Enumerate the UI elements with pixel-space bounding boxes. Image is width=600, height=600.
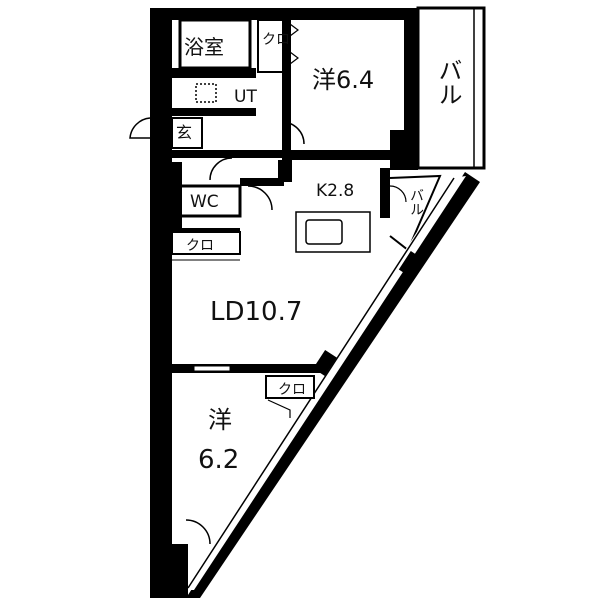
room-label-living-dining: LD10.7 — [210, 297, 302, 327]
exterior-wall-diagonal — [186, 172, 480, 598]
bath-box — [178, 18, 252, 70]
room-label-closet-left: クロ — [186, 238, 214, 254]
exterior-wall-left — [150, 8, 172, 598]
wall-ld-western2 — [172, 364, 322, 373]
room-label-toilet: WC — [190, 192, 219, 212]
room-label-western-2-name: 洋 — [208, 406, 232, 434]
kitchen-sink — [305, 219, 343, 245]
room-label-balcony-small: バル — [408, 188, 424, 216]
wall-core — [172, 68, 256, 78]
wall-western-bottom — [282, 150, 412, 160]
entrance-box — [171, 117, 203, 149]
room-label-closet-bottom: クロ — [278, 382, 306, 398]
washer-box — [195, 83, 217, 103]
room-label-balcony-large: バル — [434, 58, 462, 106]
wall-western-right — [404, 8, 418, 168]
room-label-western-1: 洋6.4 — [312, 66, 374, 94]
room-label-western-2-size: 6.2 — [198, 445, 239, 475]
room-label-closet-top: クロ — [262, 32, 290, 48]
room-label-entrance: 玄 — [176, 123, 192, 142]
exterior-wall-top — [150, 8, 412, 20]
balcony-large-outline — [416, 6, 486, 170]
closet-bottom-box — [265, 375, 315, 399]
room-label-kitchen: K2.8 — [316, 181, 354, 201]
room-label-utility: UT — [234, 87, 257, 107]
toilet-box — [178, 184, 242, 218]
room-label-bath: 浴室 — [184, 35, 224, 59]
